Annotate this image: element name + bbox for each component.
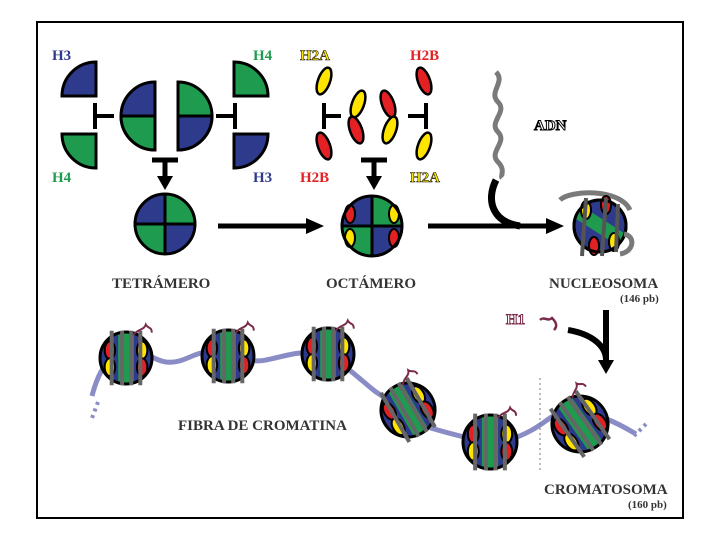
label-nucleosoma: NUCLEOSOMA — [549, 276, 658, 292]
join-connector-right — [216, 103, 237, 129]
diagram-frame — [36, 21, 684, 519]
h4-monomer-bottom-left — [60, 132, 98, 170]
label-h4-top-right: H4 — [253, 48, 273, 64]
label-adn: ADN — [534, 118, 567, 134]
label-h2b-top-right: H2B — [410, 48, 439, 64]
h3-monomer-top-left — [60, 60, 98, 98]
fiber-nucleosome — [379, 368, 437, 443]
label-h4-bottom-left: H4 — [52, 170, 72, 186]
dna-strand — [492, 70, 505, 180]
tetramer — [133, 192, 197, 256]
arrow-octamer-to-nucleosome — [428, 178, 564, 234]
label-h3-top-left: H3 — [52, 48, 71, 64]
label-h2a-top-left: H2A — [300, 48, 330, 64]
chromatosome — [548, 381, 612, 459]
nucleosome — [558, 190, 635, 257]
label-cromatosoma-bp: (160 pb) — [628, 499, 667, 511]
join-connector-octamer-left — [322, 103, 341, 129]
arrow-down-octamer — [361, 157, 387, 190]
label-nucleosoma-bp: (146 pb) — [620, 293, 659, 305]
h3-monomer-bottom-right — [232, 132, 270, 170]
arrow-down-tetramer — [152, 157, 178, 190]
h3-h4-dimer-right — [176, 80, 214, 152]
label-fibra: FIBRA DE CROMATINA — [178, 418, 347, 434]
fiber-nucleosome — [300, 317, 356, 382]
fiber-nucleosome — [200, 319, 256, 384]
label-cromatosoma: CROMATOSOMA — [544, 482, 668, 498]
h3-h4-dimer-left — [119, 80, 157, 152]
label-h2a-bottom-right: H2A — [410, 170, 440, 186]
fiber-nucleosome — [461, 405, 519, 471]
h4-monomer-top-right — [232, 60, 270, 98]
label-h1: H1 — [506, 312, 525, 328]
label-octamero: OCTÁMERO — [326, 275, 416, 292]
octamer — [340, 194, 404, 258]
join-connector-octamer-right — [408, 103, 428, 129]
label-h2b-bottom-left: H2B — [300, 170, 329, 186]
fiber-nucleosome — [98, 321, 154, 386]
fiber-nucleosomes — [98, 317, 612, 471]
h1-histone — [539, 316, 558, 331]
join-connector-left — [93, 103, 114, 129]
h2a-h2b-dimers — [315, 66, 433, 161]
label-h3-bottom-right: H3 — [253, 170, 272, 186]
arrow-nucleosome-to-chromatosome — [567, 310, 614, 374]
arrow-tetramer-to-octamer — [218, 218, 324, 234]
label-tetramero: TETRÁMERO — [112, 275, 210, 292]
